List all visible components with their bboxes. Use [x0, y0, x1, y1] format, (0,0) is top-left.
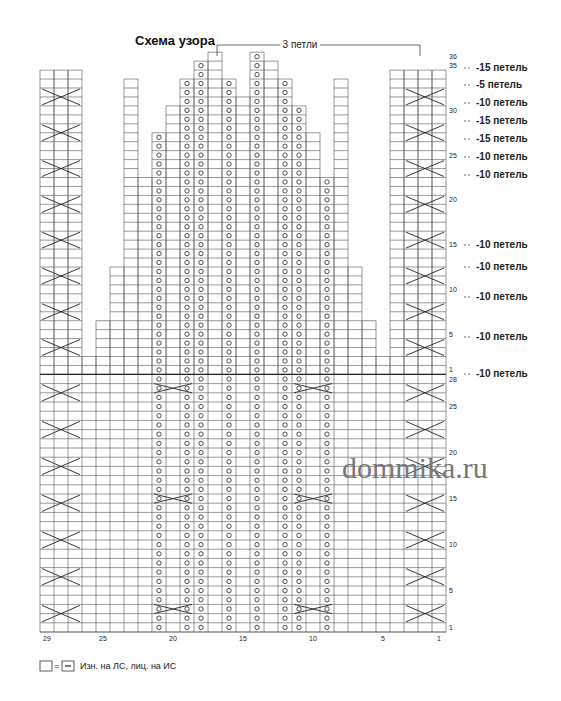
row-number: 20 — [449, 196, 457, 203]
column-number: 29 — [43, 635, 51, 642]
column-number: 15 — [239, 635, 247, 642]
column-number: 20 — [169, 635, 177, 642]
row-number: 15 — [449, 495, 457, 502]
section-line — [40, 374, 446, 375]
row-number: 30 — [449, 107, 457, 114]
decrease-label: -10 петель — [476, 240, 528, 250]
row-number: 36 — [449, 53, 457, 60]
twisted-stitch-symbols — [157, 54, 329, 629]
decrease-label: -10 петель — [476, 332, 528, 342]
stitch-count-label: 3 петли — [280, 40, 321, 50]
legend-dash — [65, 665, 71, 666]
row-number: 25 — [449, 403, 457, 410]
decrease-label: -5 петель — [476, 80, 522, 90]
legend-text: Изн. на ЛС, лиц. на ИС — [80, 662, 176, 671]
legend-empty-cell — [40, 661, 52, 671]
row-number: 10 — [449, 541, 457, 548]
decrease-label: -15 петель — [476, 134, 528, 144]
decrease-label: -10 петель — [476, 170, 528, 180]
decrease-leaders — [464, 68, 472, 374]
row-number: 25 — [449, 152, 457, 159]
row-number: 5 — [449, 331, 453, 338]
chart-grid — [40, 52, 446, 632]
column-number: 25 — [99, 635, 107, 642]
row-number: 10 — [449, 286, 457, 293]
cable-symbols — [42, 89, 444, 622]
row-number: 35 — [449, 62, 457, 69]
row-number: 1 — [449, 624, 453, 631]
decrease-label: -15 петель — [476, 116, 528, 126]
chart-title: Схема узора — [135, 34, 215, 47]
legend-equals: = — [54, 662, 59, 671]
decrease-label: -10 петель — [476, 262, 528, 272]
row-number: 28 — [449, 376, 457, 383]
decrease-label: -15 петель — [476, 63, 528, 73]
decrease-label: -10 петель — [476, 152, 528, 162]
decrease-label: -10 петель — [476, 369, 528, 379]
row-number: 15 — [449, 241, 457, 248]
column-number: 5 — [381, 635, 385, 642]
watermark: dommika.ru — [342, 453, 488, 483]
decrease-label: -10 петель — [476, 98, 528, 108]
column-number: 1 — [437, 635, 441, 642]
row-number: 5 — [449, 587, 453, 594]
decrease-label: -10 петель — [476, 292, 528, 302]
legend-dash-cell — [62, 661, 74, 671]
column-number: 10 — [309, 635, 317, 642]
row-number: 1 — [449, 366, 453, 373]
